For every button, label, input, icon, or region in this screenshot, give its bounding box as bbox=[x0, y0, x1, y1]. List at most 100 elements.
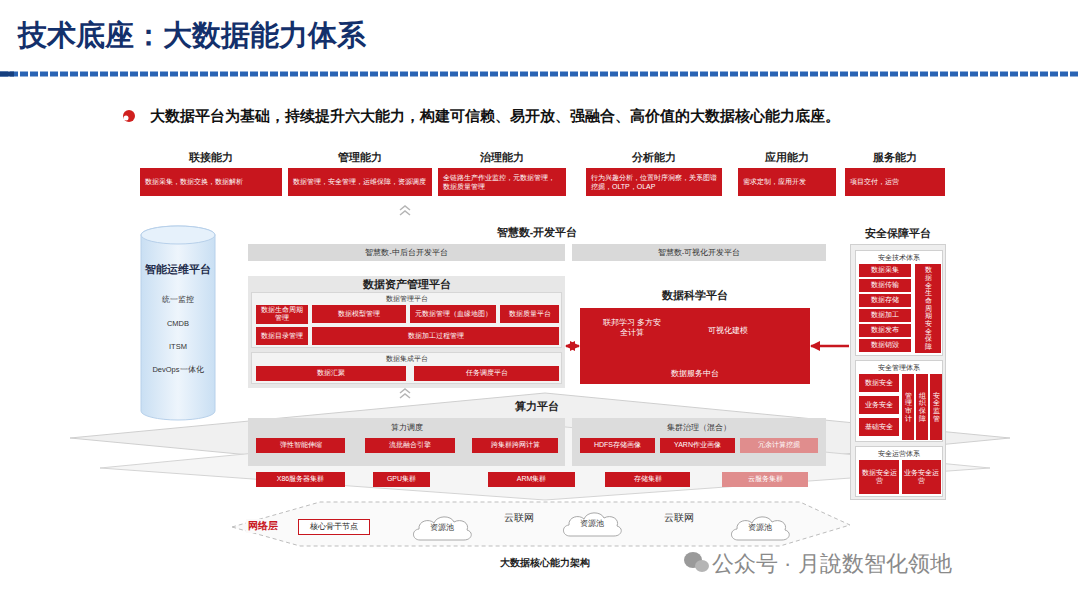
node-text: 数据加工过程管理 bbox=[408, 332, 464, 340]
subplatform-panel: 数据集成平台数据汇聚任务调度平台 bbox=[251, 352, 562, 384]
node-text: 需求定制，应用开发 bbox=[743, 177, 806, 186]
node-text: 数据生命周期管理 bbox=[258, 306, 306, 323]
node-text: 数据目录管理 bbox=[261, 332, 303, 340]
node-text: 资源池 bbox=[748, 523, 772, 533]
title-rule bbox=[0, 72, 1080, 77]
vertical-label-box: 管理审计 bbox=[902, 374, 914, 440]
platform-cylinder: 智能运维平台统一监控CMDBITSMDevOps一体化 bbox=[140, 225, 216, 421]
function-box-muted: 云服务集群 bbox=[722, 472, 808, 487]
platform-bar: 智慧数-中后台开发平台 bbox=[248, 244, 565, 261]
node-text: ARM集群 bbox=[517, 475, 547, 483]
node-text: 数据管理，安全管理，运维保障，资源调度 bbox=[293, 177, 426, 186]
subtitle: 大数据平台为基础，持续提升六大能力，构建可信赖、易开放、强融合、高价值的大数据核… bbox=[150, 107, 840, 126]
vertical-label-box: 数据全生命周期安全保障 bbox=[915, 264, 941, 353]
node-text: 数据采集，数据交换，数据解析 bbox=[145, 177, 243, 186]
node-text: 分析能力 bbox=[580, 151, 728, 165]
node-text: 业务安全运营 bbox=[904, 469, 939, 486]
node-text: 流批融合引擎 bbox=[389, 441, 431, 449]
node-text: 数据传输 bbox=[871, 281, 899, 289]
node-text: 安全管理体系 bbox=[856, 363, 942, 373]
cloud-node: 资源池 bbox=[410, 514, 474, 542]
function-box: ARM集群 bbox=[488, 472, 575, 487]
node-text: 管理审计 bbox=[905, 392, 912, 423]
node-text: 安全监管 bbox=[933, 392, 940, 423]
function-box: 数据目录管理 bbox=[256, 327, 308, 345]
node-text: 数据安全运营 bbox=[861, 469, 897, 486]
platform-group: 算力平台算力调度弹性智能伸缩 流批融合引擎 跨集群跨网计算 集群治理（混合） HDFS存… bbox=[248, 400, 826, 490]
node-text: 数据全生命周期安全保障 bbox=[925, 266, 932, 351]
node-text: 数据模型管理 bbox=[338, 310, 380, 318]
slide-title: 技术底座：大数据能力体系 bbox=[18, 16, 366, 56]
node-text: 行为兴趣分析，位置时序洞察，关系图谱挖掘，OLTP，OLAP bbox=[591, 173, 717, 191]
watermark: 公众号 · 月說数智化领地 bbox=[712, 549, 952, 579]
node-text: 数据质量平台 bbox=[509, 310, 551, 318]
function-box-muted: 冗余计算挖掘 bbox=[740, 438, 818, 453]
node-text: YARN作业画像 bbox=[674, 441, 721, 449]
node-text: 数据服务中台 bbox=[580, 369, 810, 379]
node-text: X86服务器集群 bbox=[277, 475, 324, 483]
security-panel: 安全保障平台安全技术体系数据采集数据传输数据存储数据加工数据发布数据销毁数据全生… bbox=[850, 244, 946, 500]
platform-box: 数据科学平台联邦学习 多方安全计算可视化建模数据服务中台 bbox=[580, 308, 810, 384]
node-text: 应用能力 bbox=[732, 151, 842, 165]
node-text: 集群治理（混合） bbox=[572, 423, 826, 433]
function-box: 基础安全 bbox=[859, 418, 899, 436]
node-text: 数据采集 bbox=[871, 266, 899, 274]
node-text: 项目交付，运营 bbox=[850, 177, 899, 186]
node-text: 数据存储 bbox=[871, 296, 899, 304]
layer-label: 网络层 bbox=[246, 519, 280, 533]
function-box: 数据汇聚 bbox=[256, 366, 406, 381]
node-text: 联邦学习 多方安全计算 bbox=[602, 318, 662, 338]
capability-box: 分析能力行为兴趣分析，位置时序洞察，关系图谱挖掘，OLTP，OLAP bbox=[586, 168, 722, 196]
group-panel: 算力调度弹性智能伸缩 流批融合引擎 跨集群跨网计算 bbox=[248, 418, 565, 466]
function-box: 数据安全 bbox=[859, 374, 899, 392]
node-text: 弹性智能伸缩 bbox=[280, 441, 322, 449]
node-text: 云服务集群 bbox=[748, 475, 783, 483]
node-text: 全链路生产作业监控，元数据管理，数据质量管理 bbox=[443, 173, 561, 191]
node-text: 数据资产管理平台 bbox=[248, 278, 565, 292]
capability-box: 应用能力需求定制，应用开发 bbox=[738, 168, 836, 196]
node-text: 数据集成平台 bbox=[252, 354, 561, 364]
function-box: 流批融合引擎 bbox=[365, 438, 455, 453]
capability-box: 管理能力数据管理，安全管理，运维保障，资源调度 bbox=[288, 168, 432, 196]
security-subpanel: 安全管理体系数据安全业务安全基础安全管理审计组织保障安全监管 bbox=[855, 360, 943, 442]
node-text: 算力调度 bbox=[248, 423, 565, 433]
node-text: 冗余计算挖掘 bbox=[758, 441, 800, 449]
function-box: 数据销毁 bbox=[859, 339, 911, 352]
node-text: 数据发布 bbox=[871, 326, 899, 334]
node-text: 组织保障 bbox=[919, 392, 926, 423]
node-text: 存储集群 bbox=[634, 475, 662, 483]
bullet-icon bbox=[123, 110, 135, 122]
vertical-label-box: 安全监管 bbox=[930, 374, 942, 440]
function-box: X86服务器集群 bbox=[256, 472, 345, 487]
function-box: 数据采集 bbox=[859, 264, 911, 277]
platform-bar: 智慧数-可视化开发平台 bbox=[572, 244, 826, 261]
node-text: HDFS存储画像 bbox=[594, 441, 641, 449]
capability-box: 联接能力数据采集，数据交换，数据解析 bbox=[140, 168, 282, 196]
node-text: 智慧数-开发平台 bbox=[248, 226, 826, 240]
network-plate bbox=[232, 502, 850, 546]
node-text: 数据管理平台 bbox=[252, 294, 561, 304]
function-box: 数据安全运营 bbox=[859, 460, 899, 494]
function-box: HDFS存储画像 bbox=[580, 438, 655, 453]
flow-arrow bbox=[566, 345, 579, 348]
node-text: 治理能力 bbox=[432, 151, 572, 165]
node-text: 智能运维平台 bbox=[145, 263, 211, 277]
subplatform-panel: 数据管理平台数据生命周期管理 数据模型管理 元数据管理（血缘地图） 数据质量平台数据目… bbox=[251, 292, 562, 348]
function-box: 任务调度平台 bbox=[414, 366, 559, 381]
node-text: CMDB bbox=[167, 319, 189, 328]
node-text: 智慧数-可视化开发平台 bbox=[658, 248, 741, 258]
function-box: 元数据管理（血缘地图） bbox=[410, 305, 496, 323]
node-text: 数据科学平台 bbox=[580, 289, 810, 303]
node-text: 智慧数-中后台开发平台 bbox=[365, 248, 448, 258]
node-text: 算力平台 bbox=[248, 400, 826, 414]
node-text: 数据加工 bbox=[871, 311, 899, 319]
node-text: 联接能力 bbox=[134, 151, 288, 165]
function-box: 数据模型管理 bbox=[312, 305, 406, 323]
node-text: 元数据管理（血缘地图） bbox=[415, 310, 492, 318]
node-text: 安全技术体系 bbox=[856, 253, 942, 263]
node-text: 资源池 bbox=[580, 519, 604, 529]
node-text: 核心骨干节点 bbox=[310, 522, 358, 532]
node-text: 跨集群跨网计算 bbox=[491, 441, 540, 449]
node-text: 可视化建模 bbox=[708, 326, 748, 336]
node-text: 基础安全 bbox=[865, 423, 893, 431]
